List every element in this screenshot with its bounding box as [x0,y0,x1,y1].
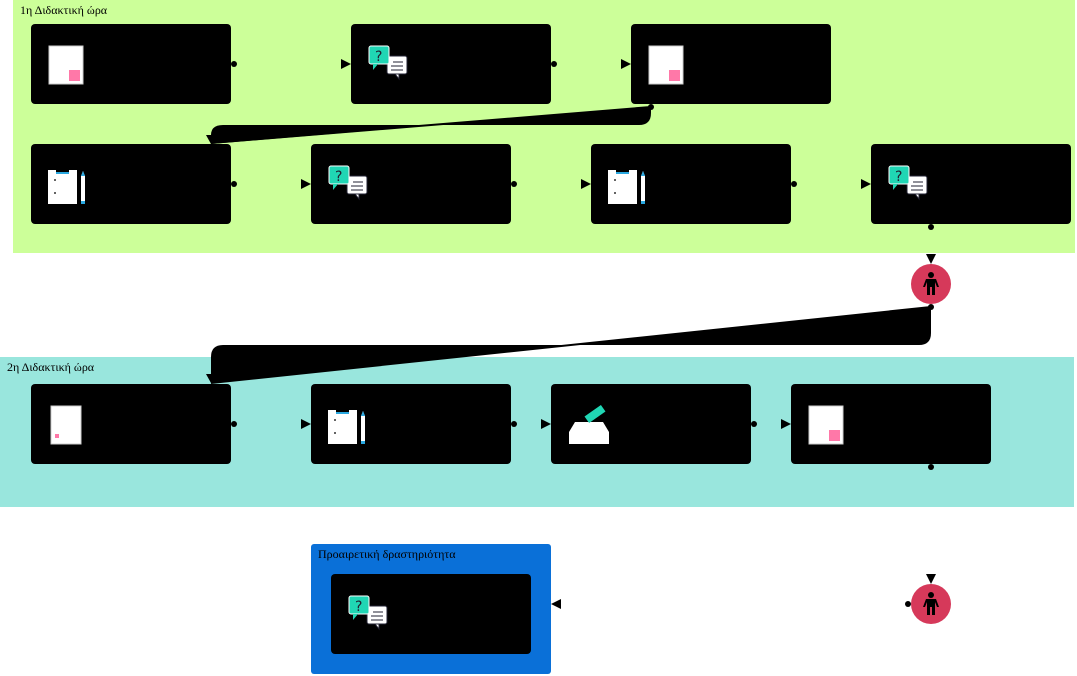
clipboard-icon [45,162,89,206]
person-icon [921,591,941,617]
activity-card-assignment[interactable] [31,144,231,224]
group-label: Προαιρετική δραστηριότητα [318,547,456,561]
activity-card-discussion[interactable] [331,574,531,654]
group-label: 1η Διδακτική ώρα [20,3,108,17]
document-icon [805,402,849,446]
ballot-box-icon [565,402,609,446]
activity-card-assignment[interactable] [311,384,511,464]
clipboard-icon [605,162,649,206]
group-label: 2η Διδακτική ώρα [7,360,95,374]
document-icon [45,42,89,86]
activity-card-document[interactable] [631,24,831,104]
person-node[interactable] [911,584,951,624]
activity-card-document[interactable] [31,384,231,464]
activity-card-vote[interactable] [551,384,751,464]
person-icon [921,271,941,297]
activity-card-discussion[interactable] [351,24,551,104]
discussion-icon [345,592,389,636]
activity-card-assignment[interactable] [591,144,791,224]
activity-card-document[interactable] [791,384,991,464]
clipboard-icon [325,402,369,446]
activity-card-document[interactable] [31,24,231,104]
discussion-icon [325,162,369,206]
document-icon [45,402,89,446]
person-node[interactable] [911,264,951,304]
document-icon [645,42,689,86]
activity-card-discussion[interactable] [311,144,511,224]
discussion-icon [885,162,929,206]
activity-card-discussion[interactable] [871,144,1071,224]
discussion-icon [365,42,409,86]
